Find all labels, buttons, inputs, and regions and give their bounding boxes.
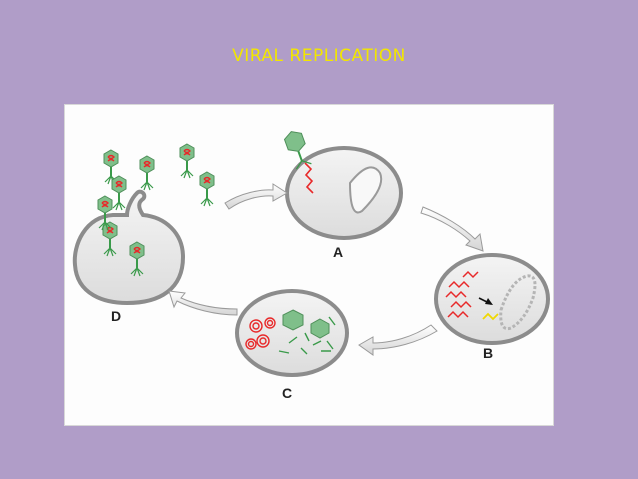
cell-stage-d: D — [72, 189, 186, 324]
capsid-proteins — [282, 309, 330, 339]
injected-nucleic-acid — [304, 162, 314, 194]
host-dna-loop — [348, 166, 383, 214]
viral-nucleic-acid-copies — [445, 270, 479, 319]
tail-parts — [278, 316, 336, 355]
cell-stage-c: C — [235, 289, 349, 401]
arrow-c-to-d — [168, 290, 238, 316]
host-chromosome — [499, 274, 537, 331]
stage-label-c: C — [282, 385, 292, 401]
arrow-b-to-c — [358, 324, 438, 356]
viral-dna-coils — [245, 317, 276, 350]
cell-stage-b: B — [434, 253, 550, 361]
new-strand — [482, 312, 499, 321]
slide-title: VIRAL REPLICATION — [232, 46, 406, 66]
viral-replication-diagram: A B — [64, 104, 554, 426]
cell-stage-a: A — [283, 131, 403, 260]
diagram-canvas: A B — [72, 131, 550, 401]
stage-label-b: B — [483, 345, 493, 361]
attached-phage — [283, 131, 312, 170]
arrow-a-to-b — [420, 206, 484, 252]
released-phages — [103, 143, 215, 211]
stage-label-a: A — [333, 244, 343, 260]
arrow-d-to-a — [224, 183, 288, 210]
stage-label-d: D — [111, 308, 121, 324]
cycle-arrows — [168, 183, 484, 356]
